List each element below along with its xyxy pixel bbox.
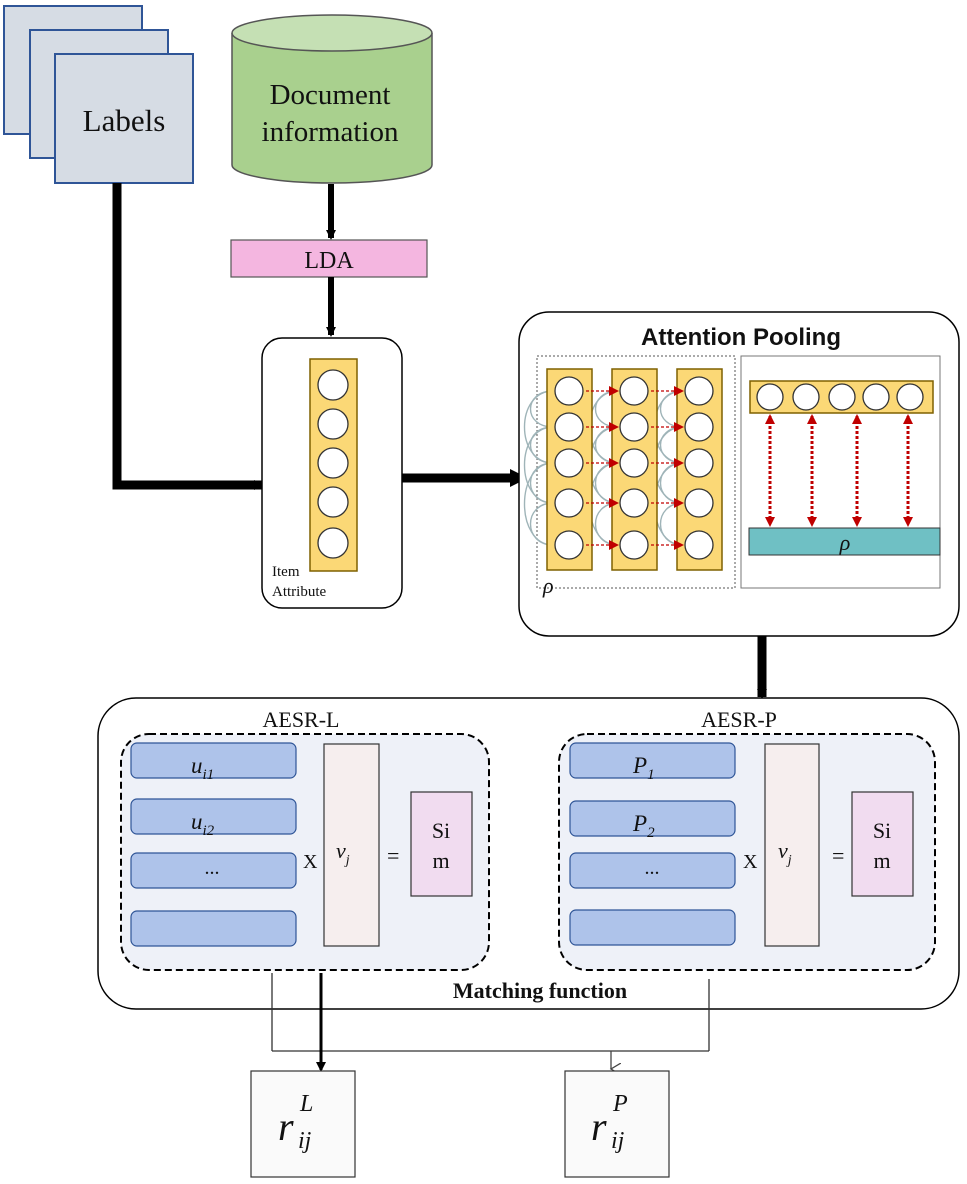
aesr-p-item-vector-label: vj [778,838,792,868]
node-circle [317,527,349,559]
rho-bar [748,527,941,556]
node-circle [684,488,714,518]
aesr-p-row [569,852,736,889]
attention-bidirectional-arrows [765,414,913,527]
lda-rect [230,239,428,278]
item-attribute-box: Item Attribute [261,337,403,609]
attention-curve [523,462,554,546]
output-right-rect [564,1070,670,1178]
node-circle [862,383,890,411]
aesr-p-equals: = [832,843,844,868]
aesr-l-row [130,910,297,947]
item-attribute-line1: Item [272,564,300,580]
aesr-p-sim-line2: m [873,848,890,873]
label-card-front [54,53,194,184]
arrow-labels-to-item [112,183,264,490]
aesr-l-row [130,798,297,835]
aesr-p-row-label: ... [645,857,660,879]
node-circle [619,448,649,478]
aesr-l-row-label: ui1 [191,753,214,783]
node-circle [684,412,714,442]
database-top [231,14,433,52]
database-text-line1: Document [270,79,391,111]
aesr-p-rows: P1 P2 ... [569,742,736,946]
node-circle [554,376,584,406]
document-database: Document information [231,14,433,184]
aesr-p-sim-line1: Si [873,818,891,843]
database-body [231,33,433,184]
rho-bar-label: ρ [839,530,851,555]
aesr-p-title: AESR-P [701,707,777,732]
aesr-l-sim-box [410,791,473,897]
database-text-line2: information [262,116,399,148]
attention-pooling-title: Attention Pooling [641,324,841,351]
aesr-l-row-label: ... [205,857,220,879]
node-circle [619,376,649,406]
aesr-p-row [569,909,736,946]
aesr-p-times: X [743,851,758,873]
aesr-l-rows: ui1 ui2 ... [130,742,297,947]
item-nodes [317,369,349,559]
node-circle [684,376,714,406]
node-circle [619,488,649,518]
labels-stack: Labels [3,5,194,184]
attention-row-nodes [756,383,924,411]
output-left-rect [250,1070,356,1178]
attention-right-panel [740,355,941,589]
node-circle [317,447,349,479]
aesr-l-row-label: ui2 [191,809,215,839]
aesr-p-row-label: P1 [632,753,655,783]
attention-curve [529,502,554,546]
node-circle [896,383,924,411]
aesr-p-row [569,742,736,779]
node-circle [317,369,349,401]
aesr-p-item-vector [764,743,820,947]
node-circle [756,383,784,411]
node-circle [828,383,856,411]
node-circle [317,408,349,440]
node-circle [792,383,820,411]
node-circle [684,448,714,478]
aesr-l-item-vector [323,743,380,947]
node-circle [317,486,349,518]
matching-function-title: Matching function [453,978,627,1003]
aesr-p-row-label: P2 [632,811,655,841]
attention-red-arrows [586,386,684,550]
aesr-l-sim-line2: m [432,848,449,873]
node-circle [554,412,584,442]
output-connectors [271,973,710,1070]
aesr-p-sim-box [851,791,914,897]
aesr-l-title: AESR-L [263,707,340,732]
attention-pooling-box: Attention Pooling ρ ρ [518,311,960,637]
lda-box: LDA [230,239,428,278]
aesr-l-times: X [303,851,318,873]
aesr-p-row [569,800,736,837]
aesr-l-row [130,742,297,779]
node-circle [554,488,584,518]
attention-nodes [554,376,714,560]
node-circle [619,530,649,560]
lda-text: LDA [304,248,354,274]
aesr-l-equals: = [387,843,399,868]
matching-function-box: Matching function AESR-L ui1 ui2 ... X v… [97,697,960,1010]
node-circle [619,412,649,442]
aesr-l-sim-line1: Si [432,818,450,843]
rho-left-label: ρ [542,573,554,598]
attention-left-panel [536,355,736,589]
node-circle [684,530,714,560]
labels-text: Labels [83,103,166,138]
node-circle [554,448,584,478]
node-circle [554,530,584,560]
item-attribute-line2: Attribute [272,584,326,600]
aesr-l-row [130,852,297,889]
aesr-l-item-vector-label: vj [336,838,350,868]
